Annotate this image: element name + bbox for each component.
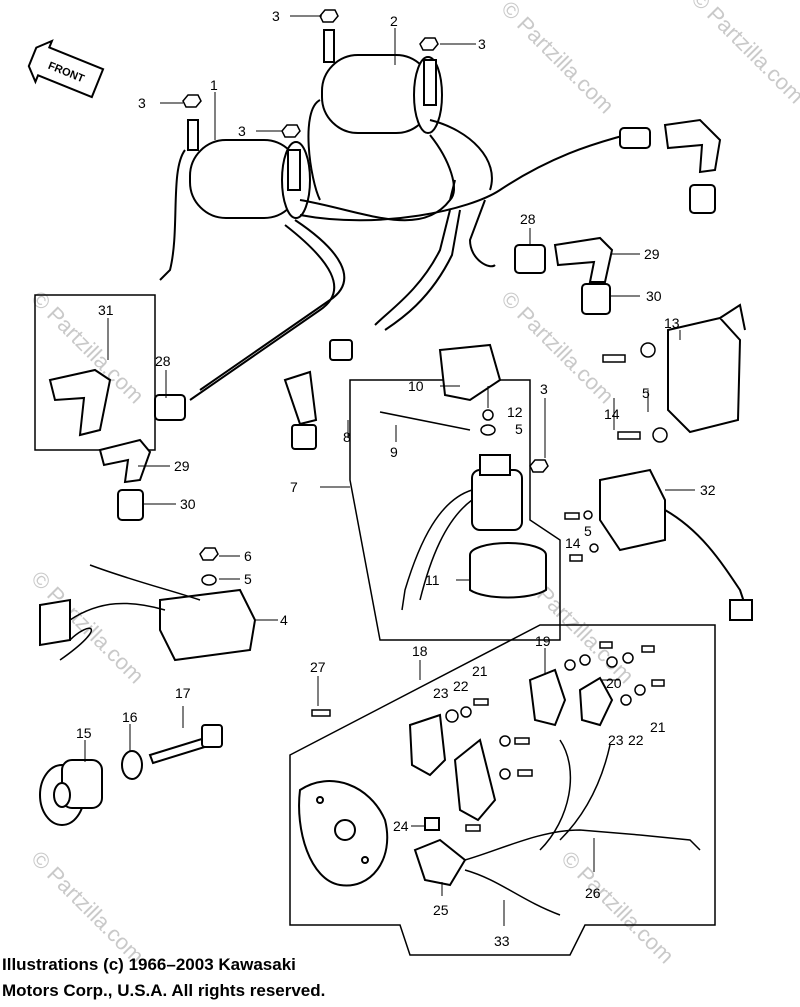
watermark-text: © Partzilla.com bbox=[496, 0, 619, 118]
callout-14: 14 bbox=[565, 535, 581, 551]
connector-24 bbox=[424, 817, 440, 831]
spark-plug-caps-top bbox=[619, 118, 722, 214]
callout-labels: 1 2 3 3 3 3 3 4 5 5 5 5 6 7 8 9 10 11 12… bbox=[76, 8, 716, 949]
callout-2: 2 bbox=[390, 13, 398, 29]
pickup-coil-20 bbox=[578, 676, 614, 727]
callout-30: 30 bbox=[180, 496, 196, 512]
pickup-plate bbox=[298, 780, 389, 887]
pickup-coil-19 bbox=[528, 668, 567, 727]
callout-29: 29 bbox=[174, 458, 190, 474]
callout-22: 22 bbox=[453, 678, 469, 694]
callout-5: 5 bbox=[642, 385, 650, 401]
loose-caps-center bbox=[283, 339, 353, 450]
watermark-text: © Partzilla.com bbox=[686, 0, 800, 108]
pickup-coil-plate-left bbox=[408, 713, 447, 777]
copyright-line-1: Illustrations (c) 1966–2003 Kawasaki bbox=[2, 955, 296, 974]
callout-14: 14 bbox=[604, 406, 620, 422]
copyright-notice: Illustrations (c) 1966–2003 Kawasaki Mot… bbox=[2, 952, 325, 1004]
watermark-text: © Partzilla.com bbox=[556, 846, 679, 969]
callout-1: 1 bbox=[210, 77, 218, 93]
callout-23: 23 bbox=[608, 732, 624, 748]
spark-plug-cap-31 bbox=[48, 368, 186, 521]
group-box-18 bbox=[289, 624, 716, 956]
rectifier-4 bbox=[39, 588, 257, 662]
callout-26: 26 bbox=[585, 885, 601, 901]
relay-wiring bbox=[379, 411, 473, 611]
spark-plug-cap-assembly-right bbox=[514, 236, 614, 315]
watermark-text: © Partzilla.com bbox=[26, 846, 149, 969]
callout-4: 4 bbox=[280, 612, 288, 628]
callout-17: 17 bbox=[175, 685, 191, 701]
harness-wires bbox=[464, 739, 701, 916]
callout-5: 5 bbox=[244, 571, 252, 587]
callout-18: 18 bbox=[412, 643, 428, 659]
callout-33: 33 bbox=[494, 933, 510, 949]
pickup-coil-plate-center bbox=[453, 738, 497, 822]
callout-31: 31 bbox=[98, 302, 114, 318]
relay-body bbox=[471, 454, 523, 531]
copyright-line-2: Motors Corp., U.S.A. All rights reserved… bbox=[2, 981, 326, 1000]
group-box-7 bbox=[349, 379, 561, 641]
callout-3: 3 bbox=[540, 381, 548, 397]
callout-11: 11 bbox=[425, 572, 440, 588]
callout-3: 3 bbox=[272, 8, 280, 24]
front-arrow-icon: FRONT bbox=[27, 39, 105, 99]
ignition-coil-2 bbox=[321, 29, 443, 134]
relay-bracket-11 bbox=[469, 542, 547, 599]
callout-21: 21 bbox=[472, 663, 488, 679]
callout-30: 30 bbox=[646, 288, 662, 304]
inset-box-left bbox=[34, 294, 156, 451]
callout-3: 3 bbox=[238, 123, 246, 139]
callout-28: 28 bbox=[155, 353, 171, 369]
rotor-hub-15 bbox=[39, 759, 103, 826]
relay-cover-10 bbox=[438, 343, 502, 402]
connector-32-plug bbox=[729, 599, 753, 621]
callout-3: 3 bbox=[478, 36, 486, 52]
callout-24: 24 bbox=[393, 818, 409, 834]
callout-7: 7 bbox=[290, 479, 298, 495]
callout-22: 22 bbox=[628, 732, 644, 748]
high-tension-leads bbox=[159, 99, 626, 401]
callout-23: 23 bbox=[433, 685, 449, 701]
callout-15: 15 bbox=[76, 725, 92, 741]
rectifier-4-wires bbox=[59, 564, 201, 661]
harness-25 bbox=[413, 838, 467, 887]
callout-5: 5 bbox=[515, 421, 523, 437]
callout-8: 8 bbox=[343, 429, 351, 445]
callout-19: 19 bbox=[535, 633, 551, 649]
callout-21: 21 bbox=[650, 719, 666, 735]
callout-27: 27 bbox=[310, 659, 326, 675]
callout-28: 28 bbox=[520, 211, 536, 227]
rectifier-32 bbox=[599, 468, 746, 606]
callout-29: 29 bbox=[644, 246, 660, 262]
callout-32: 32 bbox=[700, 482, 716, 498]
callout-3: 3 bbox=[138, 95, 146, 111]
regulator-13 bbox=[667, 303, 746, 434]
callout-25: 25 bbox=[433, 902, 449, 918]
callout-10: 10 bbox=[408, 378, 424, 394]
leader-lines bbox=[84, 15, 695, 926]
callout-13: 13 bbox=[664, 315, 680, 331]
ignition-coil-1 bbox=[187, 119, 311, 219]
callout-12: 12 bbox=[507, 404, 523, 420]
callout-5: 5 bbox=[584, 523, 592, 539]
bolt-17 bbox=[148, 724, 223, 765]
callout-9: 9 bbox=[390, 444, 398, 460]
spring-16 bbox=[121, 750, 143, 780]
callout-6: 6 bbox=[244, 548, 252, 564]
callout-16: 16 bbox=[122, 709, 138, 725]
callout-20: 20 bbox=[606, 675, 622, 691]
